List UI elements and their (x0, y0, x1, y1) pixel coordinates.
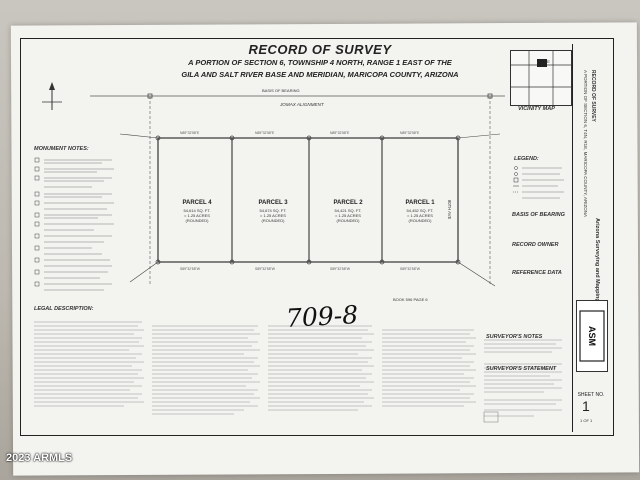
watermark: 2023 ARMLS (6, 452, 73, 464)
legal-text-columns (34, 321, 562, 423)
parcel-3-note: (ROUNDED) (261, 218, 285, 223)
svg-text:N89°32'58"E: N89°32'58"E (330, 131, 350, 135)
basis-of-bearing-header: BASIS OF BEARING (512, 212, 565, 218)
svg-text:S89°32'58"W: S89°32'58"W (180, 267, 201, 271)
document-title: RECORD OF SURVEY (248, 42, 392, 57)
surveyors-statement-header: SURVEYOR'S STATEMENT (486, 366, 557, 372)
handwritten-note: 709-8 (285, 300, 359, 333)
svg-text:S89°32'58"W: S89°32'58"W (330, 267, 351, 271)
plat-drawing: N89°32'58"E N89°32'58"E N89°32'58"E N89°32… (90, 93, 505, 287)
surveyor-logo: ASM (576, 300, 608, 372)
parcel-2-sqft: 54,421 SQ. FT. (334, 208, 362, 213)
title-block (572, 44, 613, 432)
north-arrow-icon (42, 82, 62, 110)
parcel-3-label: PARCEL 3 (258, 200, 288, 206)
svg-text:S89°32'58"W: S89°32'58"W (255, 267, 276, 271)
parcel-4-acres: = 1.25 ACRES (184, 213, 210, 218)
parcel-1-note: (ROUNDED) (408, 218, 432, 223)
drawing-border (20, 38, 614, 436)
parcel-boundary (157, 137, 459, 263)
parcel-2-note: (ROUNDED) (336, 218, 360, 223)
basis-of-bearing-label: BASIS OF BEARING (262, 88, 300, 93)
book-page-ref: BOOK 596 PAGE 6 (393, 297, 428, 302)
monument-notes-header: MONUMENT NOTES: (34, 146, 89, 152)
svg-text:N89°32'58"E: N89°32'58"E (400, 131, 420, 135)
svg-text:SITE: SITE (541, 59, 550, 64)
legend-header: LEGEND: (514, 156, 539, 162)
vicinity-map-header: VICINITY MAP (518, 106, 555, 112)
road-label: 80TH AVE (447, 200, 452, 220)
legal-description-header: LEGAL DESCRIPTION: (34, 306, 94, 312)
svg-text:S89°32'58"W: S89°32'58"W (400, 267, 421, 271)
sheet-number: 1 (582, 398, 590, 414)
surveyors-notes-header: SURVEYOR'S NOTES (486, 334, 543, 340)
parcel-2-label: PARCEL 2 (333, 200, 363, 206)
parcel-4-note: (ROUNDED) (185, 218, 209, 223)
title-block-location: A PORTION OF SECTION 6, T4N, R1E, MARICO… (583, 70, 588, 217)
reference-data-header: REFERENCE DATA (512, 270, 562, 276)
sheet-number-label: SHEET NO. (577, 392, 605, 398)
svg-text:ASM: ASM (587, 326, 597, 346)
title-block-subject: RECORD OF SURVEY (590, 70, 596, 122)
parcel-2-acres: = 1.25 ACRES (335, 213, 361, 218)
svg-text:N89°32'58"E: N89°32'58"E (180, 131, 200, 135)
parcel-4-label: PARCEL 4 (182, 200, 212, 206)
title-block-firm: Arizona Surveying and Mapping (594, 218, 600, 302)
sheet-of: 1 OF 1 (580, 418, 593, 423)
jomax-alignment-label: JOMAX ALIGNMENT (280, 102, 324, 107)
legend-list (513, 166, 564, 199)
vicinity-map: SITE (510, 50, 572, 106)
svg-text:N89°32'58"E: N89°32'58"E (255, 131, 275, 135)
parcel-1-label: PARCEL 1 (405, 200, 435, 206)
parcel-1-acres: = 1.25 ACRES (407, 213, 433, 218)
document-subtitle-line2: GILA AND SALT RIVER BASE AND MERIDIAN, M… (181, 70, 459, 79)
record-owner-header: RECORD OWNER (512, 242, 559, 248)
parcel-3-acres: = 1.25 ACRES (260, 213, 286, 218)
parcel-3-sqft: 54,674 SQ. FT. (259, 208, 287, 213)
parcel-1-sqft: 54,452 SQ. FT. (406, 208, 434, 213)
parcel-4-sqft: 54,614 SQ. FT. (183, 208, 211, 213)
monument-notes-list (34, 157, 114, 291)
document-subtitle-line1: A PORTION OF SECTION 6, TOWNSHIP 4 NORTH… (188, 58, 452, 67)
